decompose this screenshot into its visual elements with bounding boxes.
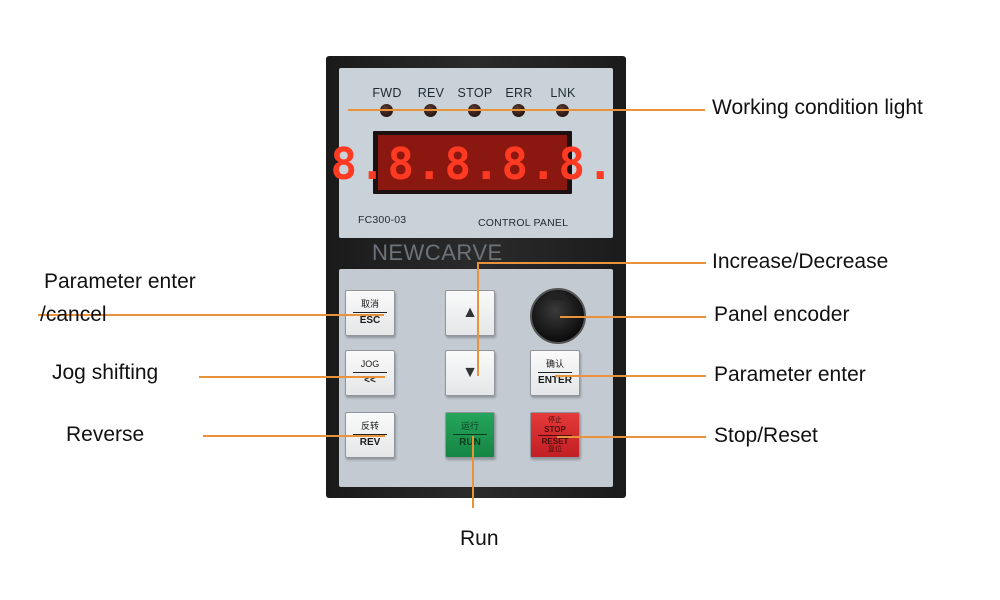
key-divider bbox=[353, 434, 387, 435]
panel-name-label: CONTROL PANEL bbox=[478, 217, 569, 229]
model-label: FC300-03 bbox=[358, 214, 407, 226]
led-label-err: ERR bbox=[505, 86, 533, 100]
brand-watermark: NEWCARVE bbox=[372, 240, 503, 265]
callout-param-enter: Parameter enter bbox=[714, 363, 866, 386]
esc-button-label: ESC bbox=[359, 315, 381, 326]
key-divider bbox=[353, 372, 387, 373]
key-divider bbox=[353, 312, 387, 313]
enter-button[interactable]: 确认 ENTER bbox=[530, 350, 580, 396]
stop-button-stop: STOP bbox=[544, 424, 566, 434]
rev-button-top: 反转 bbox=[360, 421, 379, 431]
encoder-notch bbox=[551, 292, 565, 300]
callout-line-jog bbox=[199, 376, 385, 378]
callout-stop-reset: Stop/Reset bbox=[714, 424, 818, 447]
callout-working-light: Working condition light bbox=[712, 96, 923, 119]
up-arrow-icon: ▲ bbox=[462, 304, 478, 321]
callout-line-param-enter bbox=[555, 375, 706, 377]
run-button-label: RUN bbox=[459, 437, 481, 448]
callout-line-stop-reset bbox=[557, 436, 706, 438]
stop-reset-button[interactable]: 停止 STOP RESET 复位 bbox=[530, 412, 580, 458]
callout-reverse: Reverse bbox=[66, 423, 145, 446]
enter-button-top: 确认 bbox=[545, 359, 564, 369]
jog-button-label: << bbox=[364, 375, 376, 386]
stop-button-reset: RESET bbox=[541, 436, 569, 446]
callout-vline-run bbox=[472, 436, 474, 508]
callout-vline-inc-dec bbox=[477, 262, 479, 376]
callout-param-enter-cancel-2: /cancel bbox=[40, 303, 107, 326]
callout-jog-shifting: Jog shifting bbox=[52, 361, 159, 384]
jog-button[interactable]: JOG << bbox=[345, 350, 395, 396]
key-divider bbox=[538, 372, 572, 373]
esc-button-top: 取消 bbox=[360, 299, 379, 309]
led-label-fwd: FWD bbox=[372, 86, 402, 100]
callout-line-working-light bbox=[348, 109, 705, 111]
display-readout: 8.8.8.8.8. bbox=[330, 139, 615, 190]
key-divider bbox=[538, 434, 572, 436]
led-label-rev: REV bbox=[417, 86, 445, 100]
enter-button-label: ENTER bbox=[538, 375, 572, 386]
led-label-lnk: LNK bbox=[550, 86, 576, 100]
esc-button[interactable]: 取消 ESC bbox=[345, 290, 395, 336]
callout-line-reverse bbox=[203, 435, 385, 437]
callout-line-inc-dec bbox=[478, 262, 706, 264]
run-button[interactable]: 运行 RUN bbox=[445, 412, 495, 458]
key-divider bbox=[453, 434, 487, 435]
stop-button-extra: 复位 bbox=[548, 445, 562, 453]
increase-button[interactable]: ▲ bbox=[445, 290, 495, 336]
seven-segment-display: 8.8.8.8.8. bbox=[330, 135, 613, 190]
stop-button-top: 停止 bbox=[548, 416, 562, 424]
seven-segment-digits: 8.8.8.8.8. bbox=[330, 139, 613, 190]
callout-param-enter-cancel-1: Parameter enter bbox=[44, 270, 196, 293]
down-arrow-icon: ▼ bbox=[462, 364, 478, 381]
callout-inc-dec: Increase/Decrease bbox=[712, 250, 889, 273]
jog-button-top: JOG bbox=[360, 359, 380, 369]
callout-encoder: Panel encoder bbox=[714, 303, 850, 326]
rev-button-label: REV bbox=[359, 437, 381, 448]
run-button-top: 运行 bbox=[460, 421, 479, 431]
callout-run: Run bbox=[460, 527, 499, 550]
led-label-stop: STOP bbox=[457, 86, 493, 100]
callout-line-param-enter-cancel bbox=[38, 314, 384, 316]
callout-line-encoder bbox=[560, 316, 706, 318]
decrease-button[interactable]: ▼ bbox=[445, 350, 495, 396]
